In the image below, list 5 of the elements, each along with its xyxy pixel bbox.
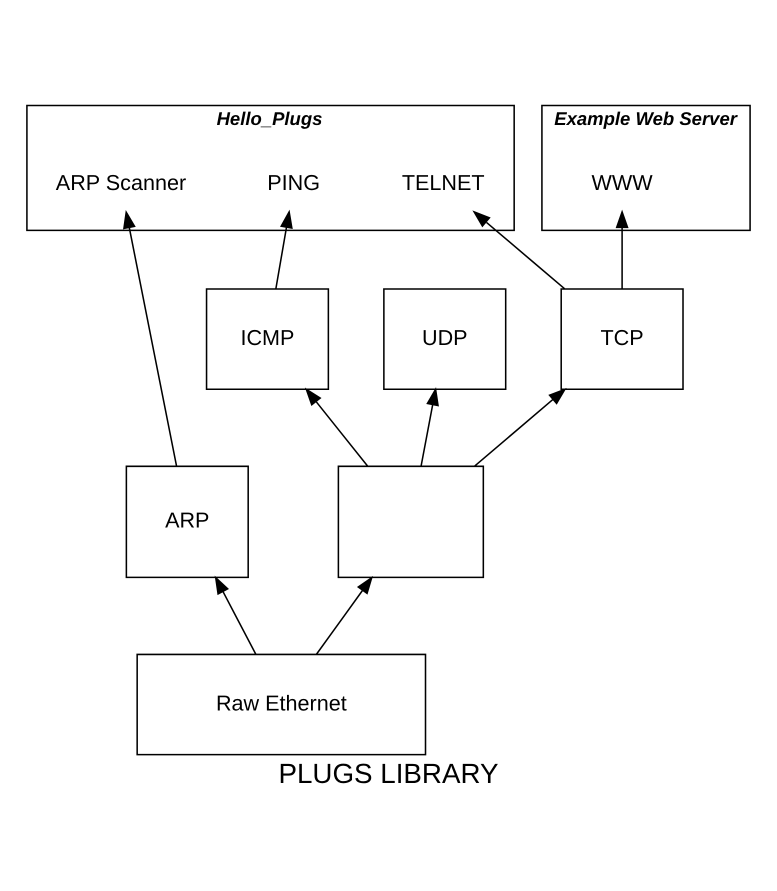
node-text: PING [267,170,320,195]
caption: PLUGS LIBRARY [278,758,499,790]
node-text: WWW [592,170,653,195]
node-text: TELNET [402,170,485,195]
node-text: ARP Scanner [56,170,186,195]
